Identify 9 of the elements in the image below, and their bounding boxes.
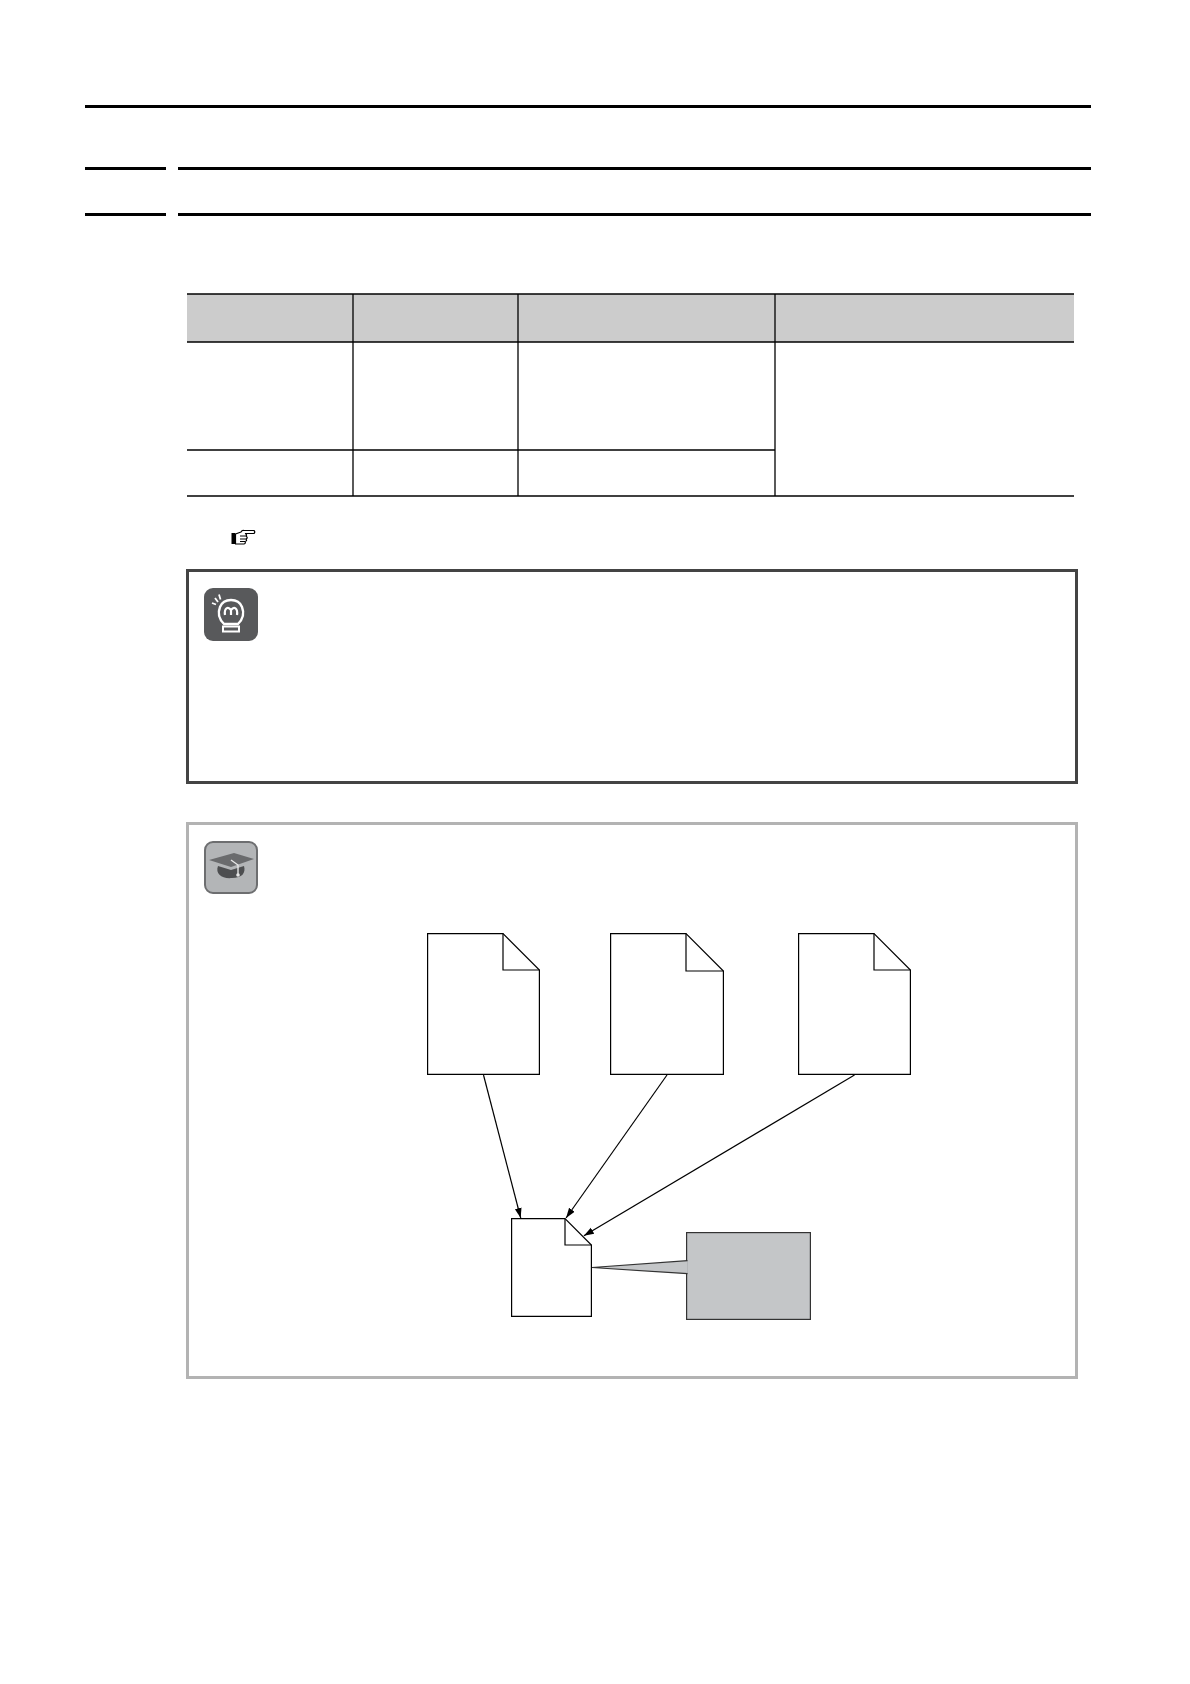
arrow [565,1074,668,1219]
document-shape [427,933,540,1075]
callout-pointer [591,1260,689,1275]
document-shape [511,1218,592,1317]
document-shape [798,933,911,1075]
arrow [583,1074,856,1237]
document-shape [610,933,724,1075]
callout-box [686,1232,811,1320]
arrow [482,1074,522,1219]
